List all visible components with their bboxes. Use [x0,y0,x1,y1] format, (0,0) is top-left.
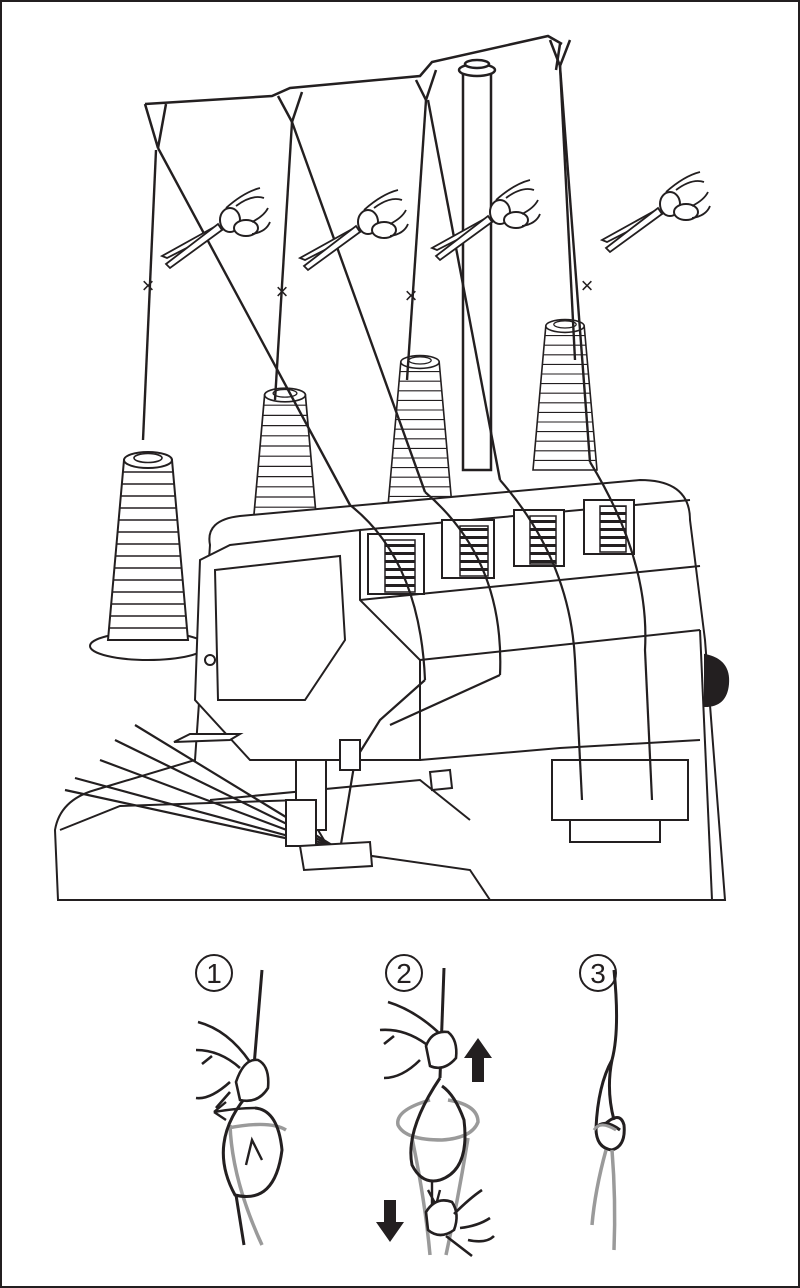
step-2-number: 2 [396,958,412,989]
step-1: 1 [195,954,233,992]
scissors-icon [299,189,409,271]
arrow-up-icon [464,1038,492,1082]
step-2: 2 [385,954,423,992]
step-1-illustration [195,969,287,1246]
arrow-down-icon [376,1200,404,1242]
step-1-number: 1 [206,958,222,989]
spool-4 [532,318,598,471]
spool-3 [387,354,453,507]
thread-stand [143,34,572,472]
cut-mark-2: × [276,279,289,304]
cut-marks: × × × × [142,273,594,308]
step-3-illustration [590,969,626,1251]
presser-foot [285,739,374,872]
overlocker-machine [53,478,730,901]
hand-icon [379,1000,495,1258]
hand-icon [195,1020,270,1109]
step-3: 3 [579,954,617,992]
cut-mark-3: × [405,283,418,308]
spool-1 [89,451,207,661]
cut-mark-1: × [142,273,155,298]
tension-dials [367,499,635,595]
threads [141,65,592,506]
step-2-illustration [376,967,495,1258]
step-3-number: 3 [590,958,606,989]
scissors-icon [601,171,711,253]
cut-mark-4: × [581,273,594,298]
